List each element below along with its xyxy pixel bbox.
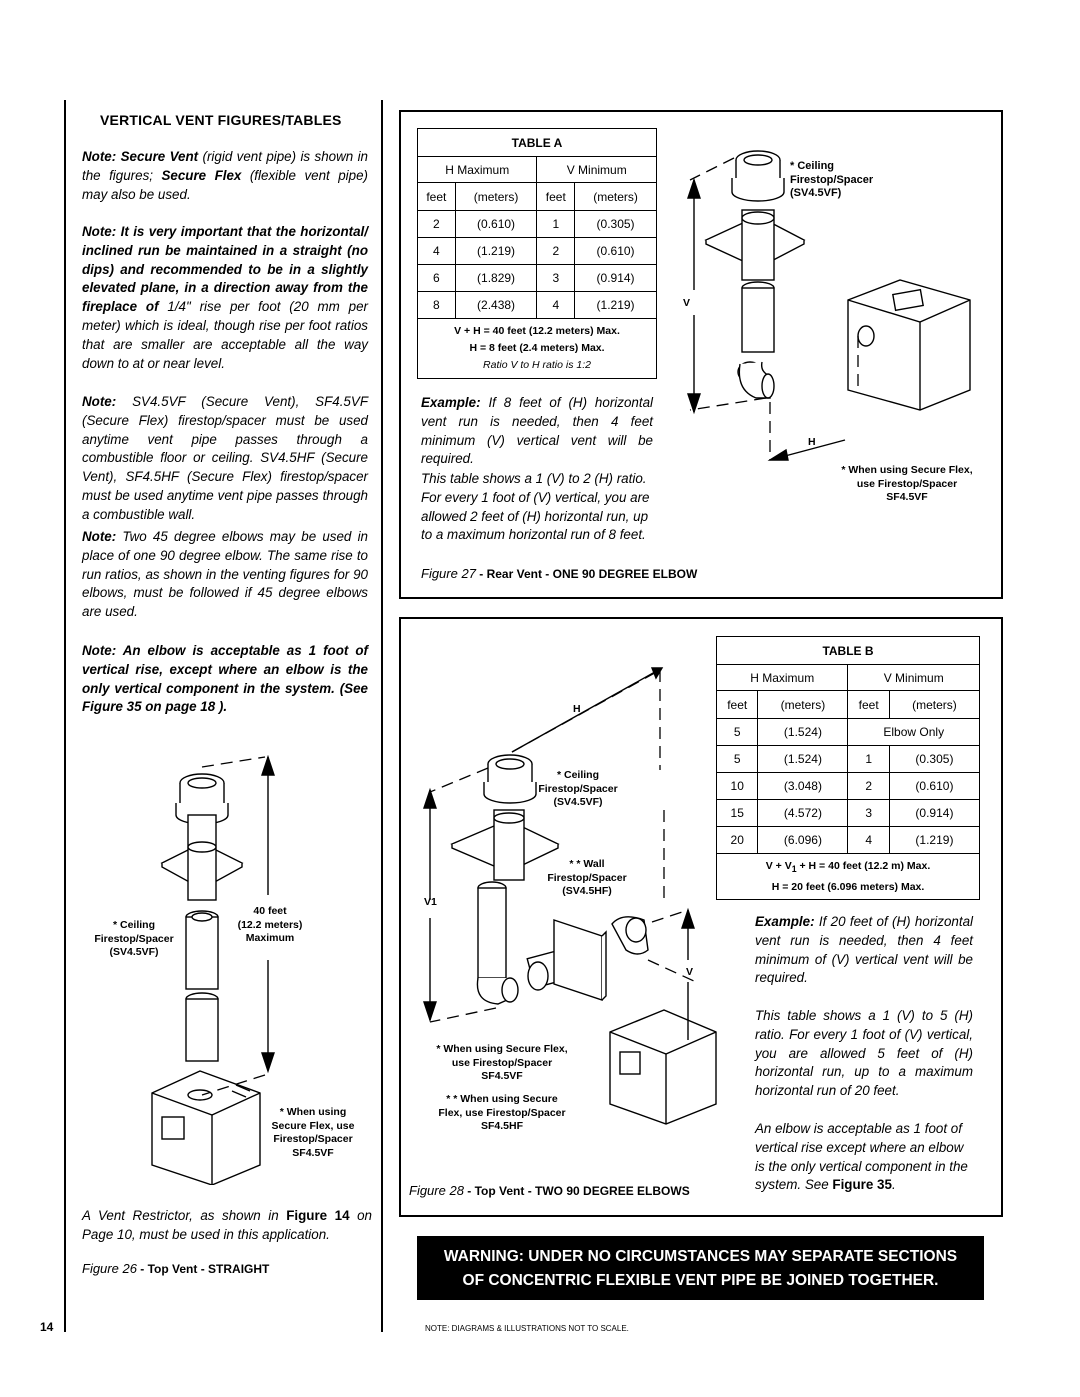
table-row: 5(1.524)1(0.305)	[715, 745, 981, 773]
fig26-max-label: 40 feet(12.2 meters)Maximum	[237, 905, 303, 944]
table-a-col: (meters)	[454, 182, 538, 211]
figure-27-caption: Figure 27 - Rear Vent - ONE 90 DEGREE EL…	[421, 566, 698, 581]
fig27-h-label: H	[808, 436, 816, 448]
fig27-v-label: V	[683, 297, 691, 309]
table-b-col: (meters)	[888, 690, 981, 719]
table-row: 5(1.524)Elbow Only	[715, 718, 980, 746]
note-firestop: Note: SV4.5VF (Secure Vent), SF4.5VF (Se…	[82, 394, 368, 522]
figure-28-frame	[399, 617, 1003, 1217]
note-45-elbows: Note: Two 45 degree elbows may be used i…	[82, 529, 368, 620]
table-b-col: feet	[715, 690, 759, 719]
table-row: 8(2.438)4(1.219)	[417, 291, 657, 319]
table-a-vmin: V Minimum	[536, 156, 657, 183]
figure-26-diagram	[151, 755, 275, 1185]
table-a-col: (meters)	[574, 182, 657, 211]
warning-banner: WARNING: UNDER NO CIRCUMSTANCES MAY SEPA…	[417, 1236, 984, 1300]
figure-28-caption: Figure 28 - Top Vent - TWO 90 DEGREE ELB…	[409, 1183, 690, 1198]
table-row: 4(1.219)2(0.610)	[417, 237, 657, 265]
fig28-elbow-note: An elbow is acceptable as 1 foot of vert…	[755, 1121, 968, 1193]
table-b-hmax: H Maximum	[715, 664, 849, 691]
fig28-ratio: This table shows a 1 (V) to 5 (H) ratio.…	[755, 1008, 973, 1099]
table-row: 10(3.048)2(0.610)	[715, 772, 981, 800]
fig28-v1-label: V1	[424, 896, 437, 908]
section-heading: VERTICAL VENT FIGURES/TABLES	[100, 112, 342, 128]
table-row: 15(4.572)3(0.914)	[715, 799, 981, 827]
fig28-flex1-label: * When using Secure Flex,use Firestop/Sp…	[436, 1043, 568, 1082]
table-b-vmin: V Minimum	[847, 664, 980, 691]
fig27-ratio: This table shows a 1 (V) to 2 (H) ratio.…	[421, 471, 650, 543]
table-b-col: (meters)	[757, 690, 849, 719]
table-a-footer: V + H = 40 feet (12.2 meters) Max.H = 8 …	[417, 318, 657, 379]
fig28-example: Example: If 20 feet of (H) horizontal ve…	[755, 914, 973, 986]
footer-note: NOTE: DIAGRAMS & ILLUSTRATIONS NOT TO SC…	[425, 1324, 629, 1333]
table-row: 2(0.610)1(0.305)	[417, 210, 657, 238]
fig28-v-label: V	[686, 966, 694, 978]
fig27-example: Example: If 8 feet of (H) horizontal ven…	[421, 395, 653, 467]
table-b-footer: V + V1 + H = 40 feet (12.2 m) Max. H = 2…	[716, 852, 980, 901]
table-row: 6(1.829)3(0.914)	[417, 264, 657, 292]
fig28-h-label: H	[573, 703, 581, 715]
table-a-col: feet	[417, 182, 456, 211]
note-horizontal-run: Note: It is very important that the hori…	[82, 224, 368, 371]
page-number: 14	[40, 1320, 54, 1334]
left-margin-rule	[64, 100, 66, 1332]
figure-26-caption: Figure 26 - Top Vent - STRAIGHT	[82, 1261, 270, 1276]
note-elbow-rise: Note: An elbow is acceptable as 1 foot o…	[82, 643, 368, 715]
figure-28-diagram	[423, 667, 717, 1125]
note-secure-vent: Note: Secure Vent (rigid vent pipe) is s…	[82, 149, 368, 202]
column-divider-rule	[381, 100, 383, 1332]
figure-27-diagram	[687, 150, 971, 461]
table-a-col: feet	[536, 182, 576, 211]
table-row: 20(6.096)4(1.219)	[715, 826, 981, 854]
vent-restrictor-note: A Vent Restrictor, as shown in Figure 14…	[82, 1208, 372, 1242]
table-b-title: TABLE B	[716, 636, 980, 665]
table-a-hmax: H Maximum	[416, 156, 538, 183]
table-a-title: TABLE A	[417, 128, 657, 157]
figure-27-frame	[399, 110, 1003, 599]
table-b-col: feet	[847, 690, 890, 719]
fig27-when-label: * When using Secure Flex,use Firestop/Sp…	[841, 464, 973, 503]
